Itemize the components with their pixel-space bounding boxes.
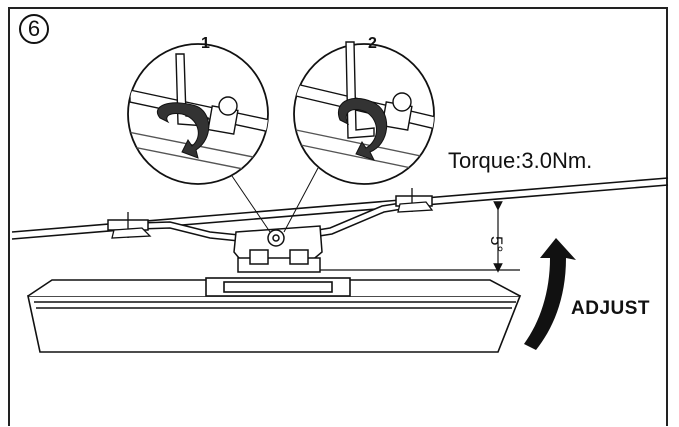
plate-bolts <box>111 188 434 239</box>
adjust-arrow-icon <box>524 238 576 350</box>
rotation-arrow-icon <box>337 97 388 161</box>
angle-label: 5° <box>487 236 506 253</box>
device-body <box>27 277 522 353</box>
angle-indicator <box>320 201 520 273</box>
detail-1-label: 1 <box>201 35 210 52</box>
torque-label: Torque:3.0Nm. <box>448 148 593 173</box>
diagram-frame <box>8 7 668 426</box>
detail-circle-1 <box>127 43 269 185</box>
adjust-label: ADJUST <box>571 298 651 319</box>
rotation-arrow-icon <box>157 102 210 159</box>
detail-circle-2 <box>293 41 435 185</box>
hex-key-icon <box>345 41 375 139</box>
step-number-badge: 6 <box>19 14 49 44</box>
detail-2-label: 2 <box>368 35 377 52</box>
swivel-joint <box>233 225 323 273</box>
callout-leaders <box>231 167 319 233</box>
